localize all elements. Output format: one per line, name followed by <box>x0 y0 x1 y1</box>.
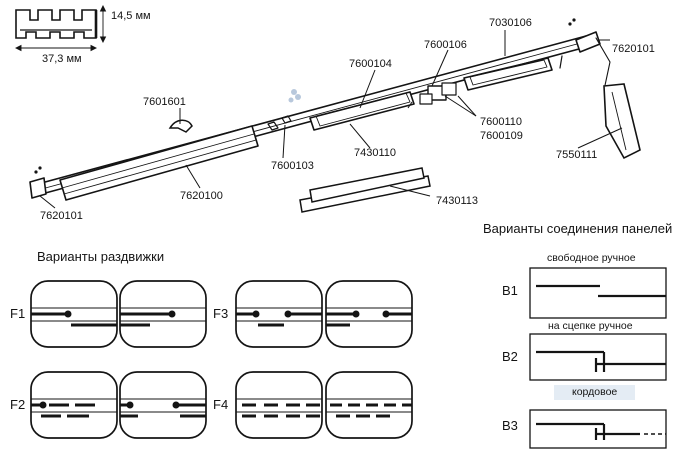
watermark-mark <box>288 89 301 103</box>
part-label-7430113: 7430113 <box>436 195 479 207</box>
connection-variants <box>529 267 667 449</box>
connection-label-b2: на сцепке ручное <box>548 320 633 332</box>
row-label-f1: F1 <box>10 306 26 321</box>
profile-height-label: 14,5 мм <box>111 10 151 22</box>
connection-label-b1: свободное ручное <box>547 252 636 264</box>
dimension-lines <box>14 4 107 52</box>
part-label-7600106: 7600106 <box>424 39 467 51</box>
part-label-7550111: 7550111 <box>556 149 598 161</box>
part-label-7620100: 7620100 <box>180 190 223 202</box>
carrier-clip <box>168 119 193 133</box>
part-label-7620101-right: 7620101 <box>612 43 655 55</box>
profile-cross-section <box>15 9 98 39</box>
part-label-7430110: 7430110 <box>354 147 397 159</box>
part-label-7600104: 7600104 <box>349 58 392 70</box>
profile-width-label: 37,3 мм <box>42 53 82 65</box>
end-cap-pins <box>34 18 576 174</box>
part-label-7600103: 7600103 <box>271 160 314 172</box>
control-wand <box>603 83 641 160</box>
part-label-7601601: 7601601 <box>143 96 186 108</box>
connection-code-b3: B3 <box>502 418 518 433</box>
row-label-f3: F3 <box>213 306 229 321</box>
sliding-variants-title: Варианты раздвижки <box>37 249 165 264</box>
part-label-7030106: 7030106 <box>489 17 532 29</box>
row-label-f4: F4 <box>213 397 229 412</box>
connection-variants-title: Варианты соединения панелей <box>483 221 673 236</box>
connection-label-b3: кордовое <box>554 385 636 400</box>
sliding-variants <box>30 280 413 439</box>
panel-strips <box>299 167 431 213</box>
connection-code-b1: B1 <box>502 283 518 298</box>
part-label-7620101-left: 7620101 <box>40 210 83 222</box>
part-label-7600110: 7600110 <box>480 116 523 128</box>
connection-code-b2: B2 <box>502 349 518 364</box>
part-label-7600109: 7600109 <box>480 130 523 142</box>
rail-assembly <box>29 31 611 201</box>
row-label-f2: F2 <box>10 397 26 412</box>
leader-lines <box>39 30 623 209</box>
